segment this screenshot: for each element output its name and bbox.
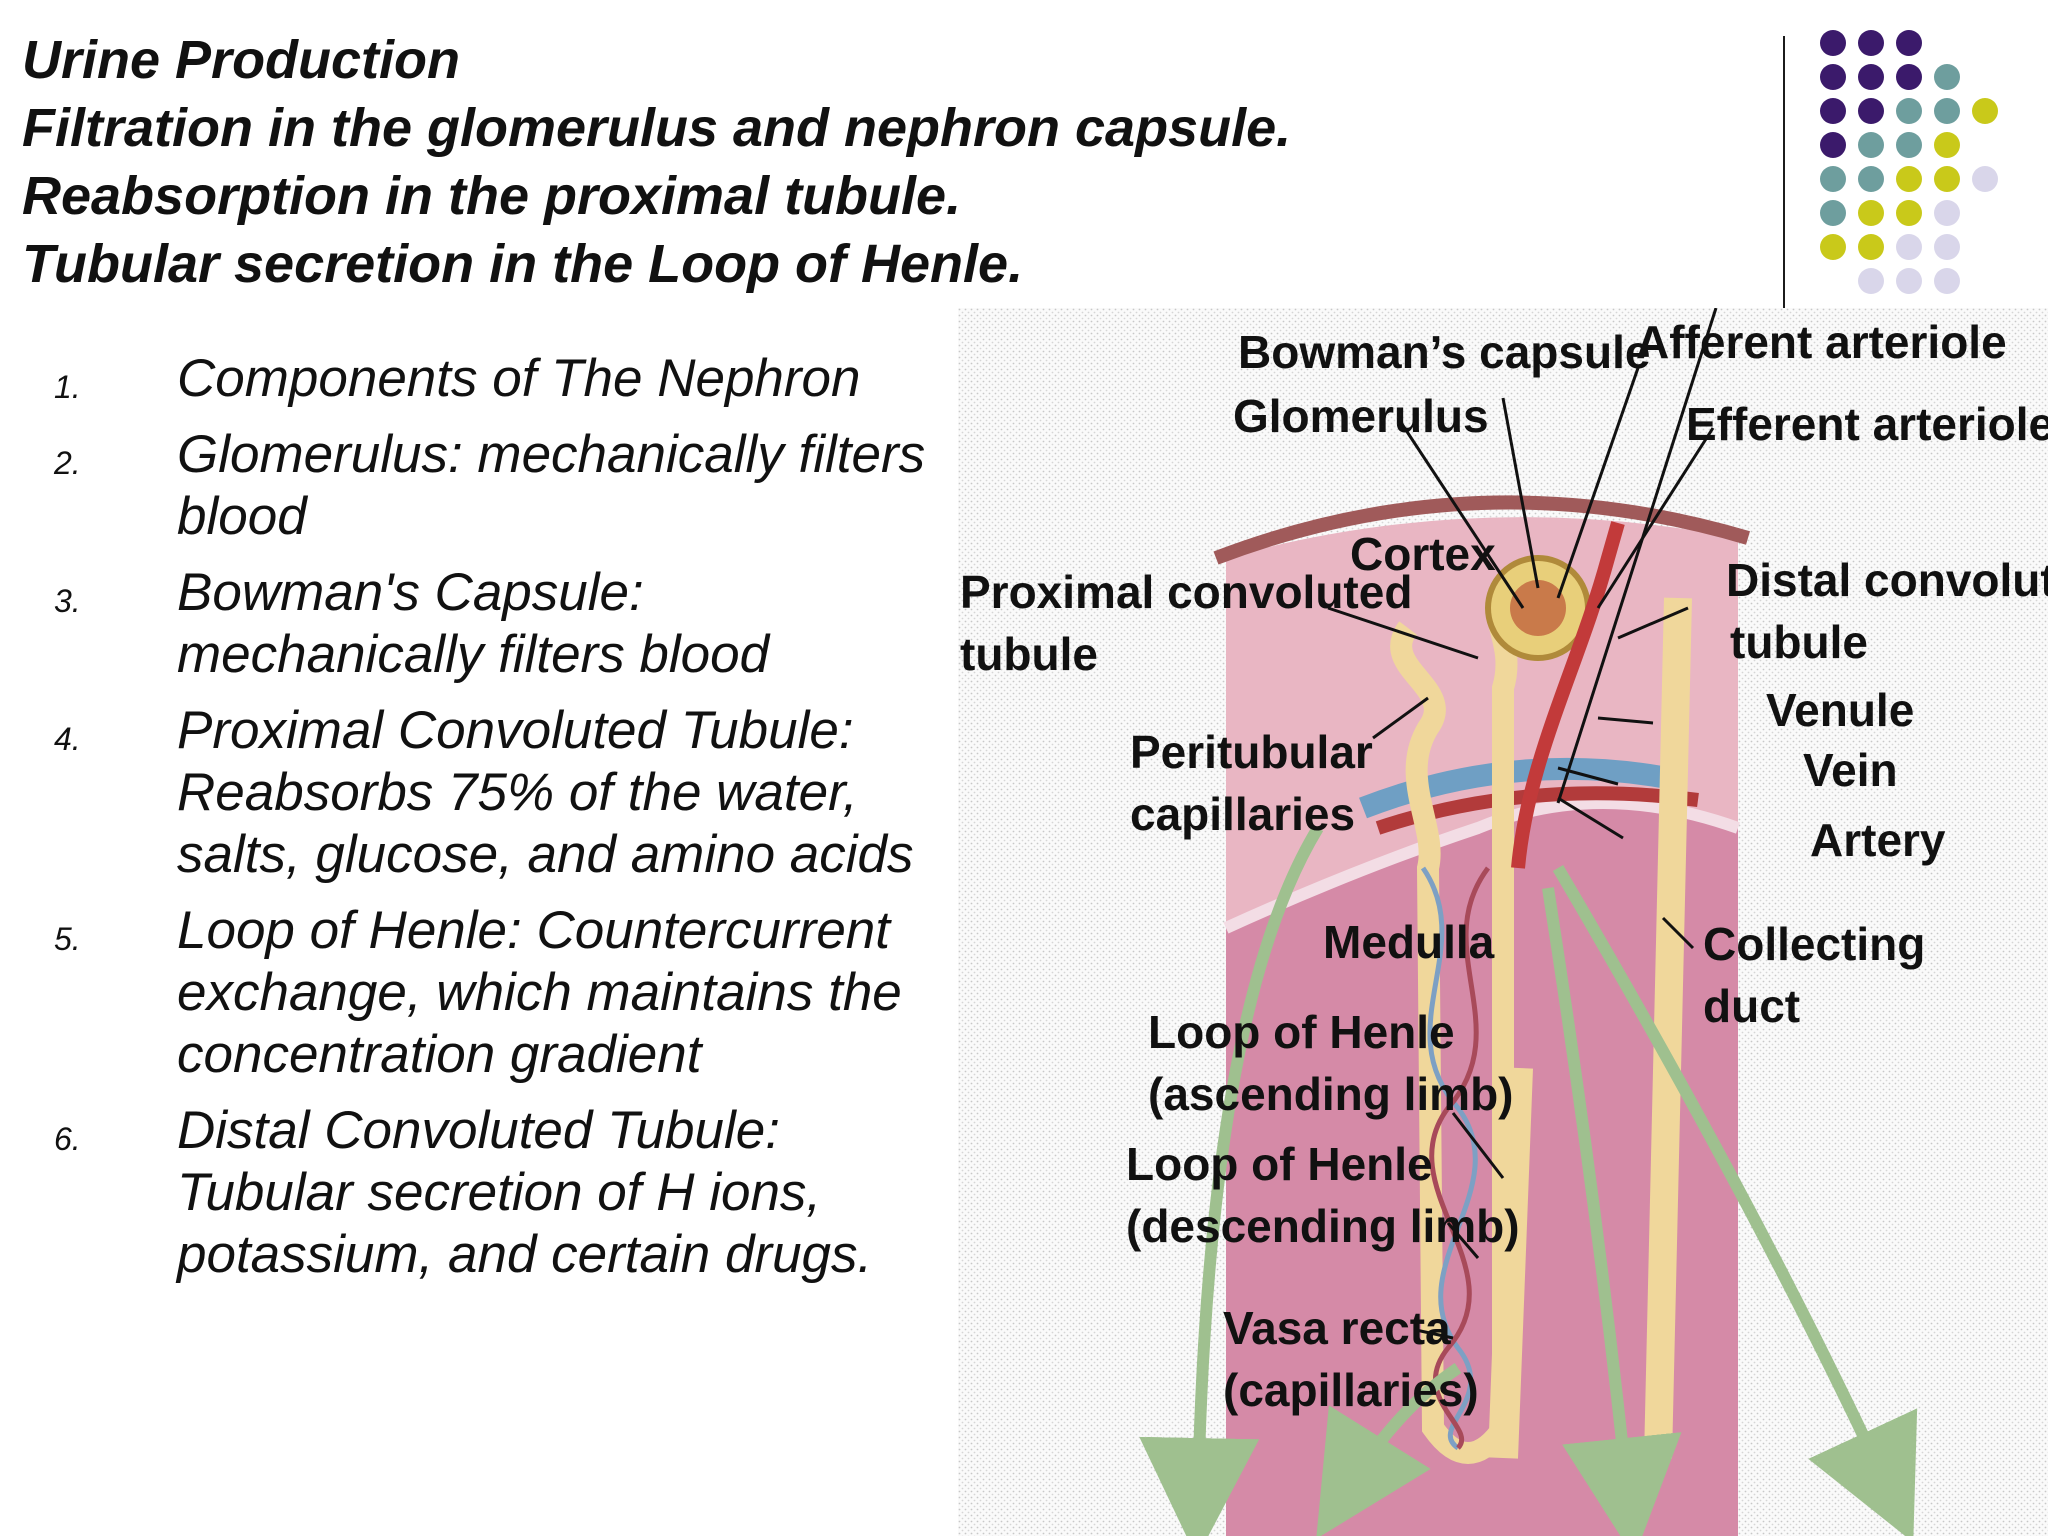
list-item: 4. Proximal Convoluted Tubule: Reabsorbs … (54, 700, 934, 886)
decorative-dot (1972, 166, 1998, 192)
label-medulla: Medulla (1323, 916, 1495, 968)
label-peritubular-line-1: Peritubular (1130, 726, 1373, 778)
decorative-dot (1820, 30, 1846, 56)
collecting-duct-shape (1644, 597, 1692, 1459)
list-item-number: 3. (54, 583, 81, 619)
label-proximal-line-2: tubule (960, 628, 1098, 680)
decorative-dot-grid (1820, 30, 2020, 320)
label-ascending-line-2: (ascending limb) (1148, 1068, 1513, 1120)
list-item: 2. Glomerulus: mechanically filters blood (54, 424, 934, 548)
glomerulus-core (1510, 580, 1566, 636)
flow-arrow-middle (1542, 887, 1682, 1536)
list-item: 6. Distal Convoluted Tubule: Tubular secr… (54, 1100, 934, 1286)
decorative-dot (1934, 268, 1960, 294)
list-item-text: Distal Convoluted Tubule: Tubular secret… (177, 1101, 873, 1284)
label-ascending-line-1: Loop of Henle (1148, 1006, 1455, 1058)
label-peritubular-line-2: capillaries (1130, 788, 1355, 840)
label-afferent-arteriole: Afferent arteriole (1636, 316, 2007, 368)
decorative-dot (1934, 234, 1960, 260)
label-vasa-recta-line-1: Vasa recta (1223, 1302, 1451, 1354)
nephron-diagram-svg: Bowman’s capsule Afferent arteriole Glom… (958, 308, 2048, 1536)
list-item-number: 4. (54, 721, 81, 757)
label-venule: Venule (1766, 684, 1914, 736)
vasa-recta-blue (1420, 866, 1478, 1451)
vertical-divider (1783, 36, 1785, 308)
vein-vessel (1359, 757, 1681, 819)
nephron-components-list: 1. Components of The Nephron 2. Glomerulus… (54, 348, 934, 1300)
label-collecting-line-1: Collecting (1703, 918, 1925, 970)
decorative-dot (1858, 30, 1884, 56)
label-artery: Artery (1810, 814, 1946, 866)
title-line-3: Reabsorption in the proximal tubule. (22, 166, 962, 226)
vasa-recta-red (1429, 866, 1491, 1450)
decorative-dot (1896, 200, 1922, 226)
label-bowmans-capsule: Bowman’s capsule (1238, 326, 1650, 378)
label-vasa-recta-line-2: (capillaries) (1223, 1364, 1479, 1416)
list-item-number: 6. (54, 1121, 81, 1157)
decorative-dot (1896, 268, 1922, 294)
decorative-dot (1934, 200, 1960, 226)
kidney-capsule-arc (1213, 495, 1750, 565)
list-item-text: Glomerulus: mechanically filters blood (177, 425, 926, 546)
label-distal-line-1: Distal convoluted (1726, 554, 2048, 606)
decorative-dot (1934, 64, 1960, 90)
decorative-dot (1820, 64, 1846, 90)
decorative-dot (1858, 132, 1884, 158)
decorative-dot (1820, 166, 1846, 192)
list-item-number: 5. (54, 921, 81, 957)
decorative-dot (1896, 132, 1922, 158)
leader-lines (1327, 308, 1718, 1340)
list-item-number: 2. (54, 445, 81, 481)
decorative-dot (1858, 98, 1884, 124)
label-proximal-line-1: Proximal convoluted (960, 566, 1412, 618)
decorative-dot (1820, 200, 1846, 226)
list-item: 3. Bowman's Capsule: mechanically filters… (54, 562, 934, 686)
decorative-dot (1820, 132, 1846, 158)
label-distal-line-2: tubule (1730, 616, 1868, 668)
decorative-dot (1896, 234, 1922, 260)
list-item: 1. Components of The Nephron (54, 348, 934, 410)
list-item-text: Loop of Henle: Countercurrent exchange, … (177, 901, 902, 1084)
decorative-dot (1858, 268, 1884, 294)
decorative-dot (1858, 200, 1884, 226)
label-descending-line-1: Loop of Henle (1126, 1138, 1433, 1190)
decorative-dot (1820, 234, 1846, 260)
label-vein: Vein (1803, 744, 1898, 796)
decorative-dot (1896, 64, 1922, 90)
decorative-dot (1858, 166, 1884, 192)
decorative-dot (1858, 64, 1884, 90)
decorative-dot (1858, 234, 1884, 260)
list-item-number: 1. (54, 369, 81, 405)
list-item-text: Components of The Nephron (177, 349, 861, 408)
label-cortex: Cortex (1350, 528, 1496, 580)
decorative-dot (1820, 98, 1846, 124)
decorative-dot (1896, 166, 1922, 192)
cortex-medulla-boundary (1223, 797, 1741, 934)
list-item-text: Proximal Convoluted Tubule: Reabsorbs 75… (177, 701, 914, 884)
title-line-2: Filtration in the glomerulus and nephron… (22, 98, 1292, 158)
loop-of-henle-shape (1390, 578, 1518, 1464)
title-line-1: Urine Production (22, 30, 461, 90)
label-descending-line-2: (descending limb) (1126, 1200, 1520, 1252)
decorative-dot (1972, 98, 1998, 124)
list-item: 5. Loop of Henle: Countercurrent exchange… (54, 900, 934, 1086)
afferent-arteriole-shape (1511, 521, 1625, 869)
flow-arrow-left (1139, 824, 1324, 1536)
flow-arrow-right (1552, 864, 1918, 1536)
nephron-diagram: Bowman’s capsule Afferent arteriole Glom… (958, 308, 2048, 1536)
decorative-dot (1934, 132, 1960, 158)
list-item-text: Bowman's Capsule: mechanically filters b… (177, 563, 770, 684)
decorative-dot (1934, 166, 1960, 192)
title-line-4: Tubular secretion in the Loop of Henle. (22, 234, 1024, 294)
flow-arrow-lower (1316, 1363, 1462, 1536)
decorative-dot (1934, 98, 1960, 124)
decorative-dot (1896, 30, 1922, 56)
label-efferent-arteriole: Efferent arteriole (1686, 398, 2048, 450)
decorative-dot (1896, 98, 1922, 124)
slide-title: Urine Production Filtration in the glome… (22, 26, 1762, 298)
label-collecting-line-2: duct (1703, 980, 1800, 1032)
label-glomerulus: Glomerulus (1233, 390, 1489, 442)
